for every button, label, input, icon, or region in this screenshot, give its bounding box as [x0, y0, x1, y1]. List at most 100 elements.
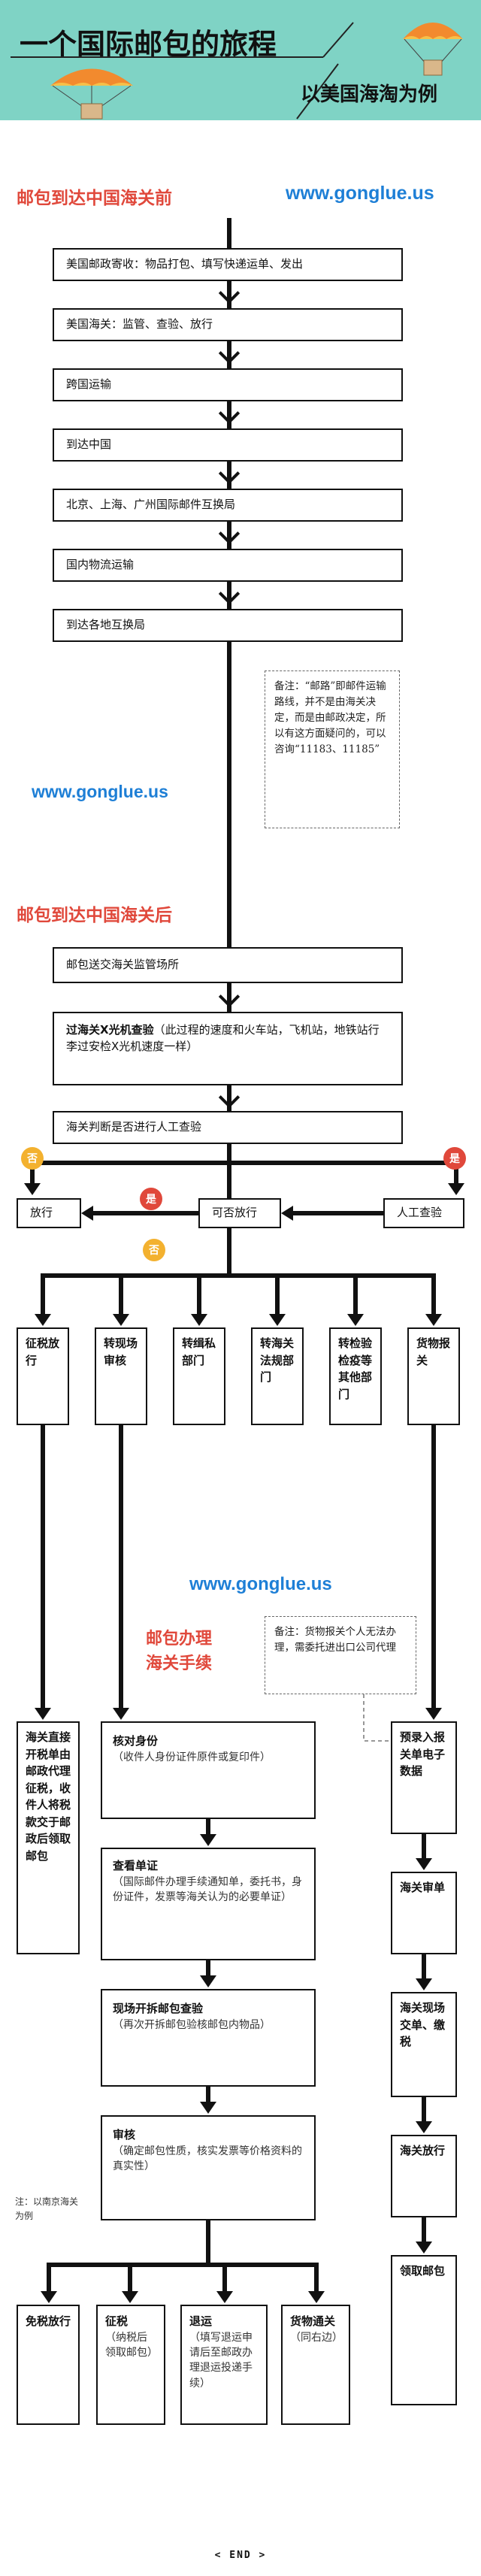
down-arrow-icon: [200, 1975, 216, 1987]
step-label: 现场开拆邮包查验: [113, 2002, 204, 2015]
down-arrow-icon: [416, 1858, 432, 1870]
step-label: 人工查验: [397, 1206, 443, 1220]
outcome-tax: 征税 （纳税后领取邮包）: [96, 2305, 165, 2425]
outcome-label: 货物通关: [290, 2314, 336, 2328]
flow-step-arrive-china: 到达中国: [53, 428, 403, 462]
parachute-package-icon: [403, 23, 463, 76]
down-arrow-icon: [200, 2102, 216, 2114]
step-label: 邮包送交海关监管场所: [66, 958, 180, 972]
down-arrow-icon: [218, 342, 240, 365]
outcome-tax-free: 免税放行: [17, 2305, 80, 2425]
right-step-review: 海关审单: [391, 1872, 457, 1954]
mid-step-open-inspect: 现场开拆邮包查验 （再次开拆邮包验核邮包内物品）: [101, 1989, 316, 2087]
down-arrow-icon: [448, 1183, 464, 1195]
flow-connector: [41, 1273, 431, 1278]
down-arrow-icon: [113, 1314, 129, 1326]
down-arrow-icon: [218, 462, 240, 485]
section3-title-line1: 邮包办理: [146, 1630, 213, 1648]
note-cargo-declaration: 备注：货物报关个人无法办理，需委托进出口公司代理: [265, 1616, 416, 1694]
flow-connector: [119, 1425, 123, 1711]
right-step-submit-tax: 海关现场交单、缴税: [391, 1992, 457, 2097]
branch-cargo-declaration: 货物报关: [407, 1327, 460, 1425]
left-arrow-icon: [281, 1206, 293, 1221]
step-detail: （再次开拆邮包验核邮包内物品）: [113, 2018, 271, 2031]
parachute-package-icon: [50, 68, 133, 120]
down-arrow-icon: [218, 583, 240, 605]
step-detail: （此过程的速度和火车站，飞机站，地铁站行李过安检X光机速度一样）: [66, 1023, 380, 1053]
section3-url[interactable]: www.gonglue.us: [189, 1574, 332, 1594]
section1-url[interactable]: www.gonglue.us: [286, 183, 434, 204]
step-label: 到达各地互换局: [66, 618, 146, 632]
step-detail: （收件人身份证件原件或复印件）: [113, 1751, 271, 1763]
flow-step-us-customs: 美国海关：监管、查验、放行: [53, 308, 403, 341]
down-arrow-icon: [113, 1708, 129, 1720]
outcome-detail: （同右边）: [290, 2331, 343, 2344]
flow-connector: [47, 2263, 51, 2296]
step-label: 审核: [113, 2128, 136, 2142]
flow-connector: [353, 1273, 358, 1317]
outcome-detail: （填写退运申请后至邮政办理退运投递手续）: [189, 2331, 253, 2390]
flow-connector: [222, 2263, 227, 2296]
section1-url-2[interactable]: www.gonglue.us: [32, 782, 168, 801]
flow-connector: [227, 1228, 231, 1278]
flow-step-customs-site: 邮包送交海关监管场所: [53, 947, 403, 983]
down-arrow-icon: [269, 1314, 286, 1326]
flow-step-can-release: 可否放行: [198, 1198, 281, 1228]
flow-step-manual-decision: 海关判断是否进行人工查验: [53, 1111, 403, 1144]
direct-tax-box: 海关直接开税单由邮政代理征税，收件人将税款交于邮政后领取邮包: [17, 1721, 80, 1954]
mid-step-check-documents: 查看单证 （国际邮件办理手续通知单，委托书，身份证件，发票等海关认为的必要单证）: [101, 1848, 316, 1960]
down-arrow-icon: [24, 1183, 41, 1195]
no-badge: 否: [21, 1147, 44, 1170]
right-step-collect: 领取邮包: [391, 2255, 457, 2405]
down-arrow-icon: [200, 1834, 216, 1846]
outcome-label: 免税放行: [26, 2314, 71, 2328]
down-arrow-icon: [122, 2291, 138, 2303]
down-arrow-icon: [218, 522, 240, 545]
section1-title: 邮包到达中国海关前: [17, 189, 172, 208]
header-title: 一个国际邮包的旅程: [20, 28, 277, 61]
flow-connector: [206, 2087, 210, 2109]
right-step-pre-entry: 预录入报关单电子数据: [391, 1721, 457, 1834]
step-detail: （国际邮件办理手续通知单，委托书，身份证件，发票等海关认为的必要单证）: [113, 1875, 302, 1904]
outcome-label: 退运: [189, 2314, 213, 2328]
yes-badge: 是: [443, 1147, 466, 1170]
down-arrow-icon: [425, 1314, 442, 1326]
right-step-release: 海关放行: [391, 2135, 457, 2217]
branch-regulations: 转海关法规部门: [251, 1327, 304, 1425]
flow-connector: [119, 1273, 123, 1317]
section2-title: 邮包到达中国海关后: [17, 906, 172, 925]
flow-connector: [293, 1211, 383, 1215]
note-mail-route: 备注：“邮路”即邮件运输路线，并不是由海关决定，而是由邮政决定，所以有这方面疑问…: [265, 670, 400, 828]
branch-anti-smuggling: 转缉私部门: [173, 1327, 225, 1425]
flow-step-xray: 过海关X光机查验（此过程的速度和火车站，飞机站，地铁站行李过安检X光机速度一样）: [53, 1012, 403, 1085]
flow-step-manual-check: 人工查验: [383, 1198, 464, 1228]
header-banner: 一个国际邮包的旅程 以美国海淘为例: [0, 0, 481, 120]
flow-connector: [128, 2263, 132, 2296]
step-label: 核对身份: [113, 1734, 159, 1748]
outcome-detail: （纳税后领取邮包）: [105, 2331, 158, 2360]
flow-step-transport: 跨国运输: [53, 368, 403, 401]
down-arrow-icon: [218, 282, 240, 304]
down-arrow-icon: [308, 2291, 325, 2303]
branch-inspection: 转检验检疫等其他部门: [329, 1327, 382, 1425]
step-label: 查看单证: [113, 1859, 159, 1872]
down-arrow-icon: [425, 1708, 442, 1720]
flow-connector: [41, 1273, 45, 1317]
down-arrow-icon: [35, 1708, 51, 1720]
mid-step-review: 审核 （确定邮包性质，核实发票等价格资料的真实性）: [101, 2115, 316, 2220]
step-label: 海关判断是否进行人工查验: [66, 1120, 202, 1134]
flow-connector: [422, 2217, 426, 2248]
left-arrow-icon: [81, 1206, 93, 1221]
down-arrow-icon: [191, 1314, 207, 1326]
flow-connector: [314, 2263, 319, 2296]
step-label: 国内物流运输: [66, 558, 135, 572]
flow-connector: [422, 2097, 426, 2127]
flow-connector: [431, 1273, 436, 1317]
step-label: 北京、上海、广州国际邮件互换局: [66, 498, 236, 512]
flow-connector: [30, 1161, 458, 1165]
step-label: 美国邮政寄收：: [66, 257, 146, 271]
flow-connector: [227, 669, 231, 894]
mid-step-verify-id: 核对身份 （收件人身份证件原件或复印件）: [101, 1721, 316, 1819]
flow-step-us-post: 美国邮政寄收：物品打包、填写快递运单、发出: [53, 248, 403, 281]
down-arrow-icon: [218, 402, 240, 425]
